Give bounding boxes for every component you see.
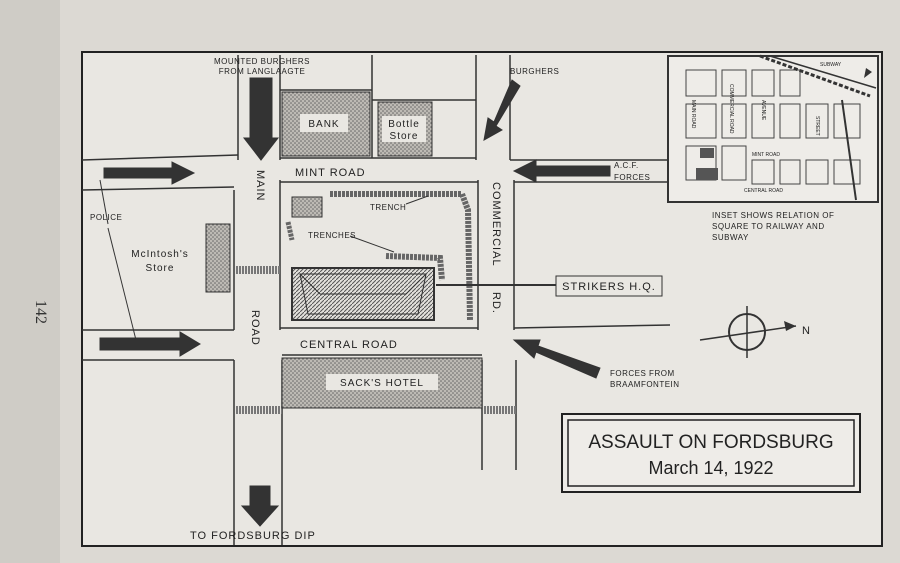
bank-label: BANK (308, 119, 339, 130)
compass-icon (699, 306, 797, 358)
strikers-hq-box (555, 275, 663, 297)
commercial-label: COMMERCIAL (490, 182, 502, 267)
trenches-label: TRENCHES (308, 231, 356, 240)
rd-label: RD. (490, 292, 502, 314)
page-number: 142 (32, 300, 49, 324)
acf-label-2: FORCES (614, 173, 650, 182)
arrow-burghers (483, 79, 521, 141)
inset-street: STREET (814, 116, 820, 136)
road-label: ROAD (249, 310, 261, 346)
burghers-label: BURGHERS (510, 67, 559, 76)
acf-label-1: A.C.F. (614, 161, 639, 170)
inset-subway: SUBWAY (820, 62, 842, 68)
inset-caption-2: SQUARE TO RAILWAY AND (712, 222, 825, 231)
arrow-fordsburg-dip (240, 485, 280, 527)
title-box (561, 413, 861, 493)
braamfontein-label-2: BRAAMFONTEIN (610, 380, 680, 389)
braamfontein-label-1: FORCES FROM (610, 369, 675, 378)
inset-caption-1: INSET SHOWS RELATION OF (712, 211, 834, 220)
inset-central-road: CENTRAL ROAD (744, 188, 783, 194)
mcintosh-label-1: McIntosh's (131, 249, 188, 260)
small-building (291, 196, 323, 218)
mint-road-label: MINT ROAD (295, 167, 366, 179)
arrow-mounted-burghers (242, 77, 280, 161)
trench-line (330, 191, 473, 321)
inset-avenue: AVENUE (760, 100, 766, 121)
inset-main-road: MAIN ROAD (690, 100, 696, 129)
inset-caption-3: SUBWAY (712, 233, 749, 242)
mcintosh-store-building (205, 223, 231, 293)
bottle-label-2: Store (390, 131, 419, 142)
mounted-burghers-label-1: MOUNTED BURGHERS (214, 57, 310, 66)
force-arrows (99, 77, 611, 527)
mcintosh-label-2: Store (146, 263, 175, 274)
arrow-police-bottom (99, 331, 201, 357)
compass-north-label: N (802, 325, 811, 337)
central-road-label: CENTRAL ROAD (300, 339, 398, 351)
arrow-acf-forces (512, 159, 611, 183)
bottle-label-1: Bottle (388, 119, 420, 130)
arrow-police-top (103, 161, 196, 185)
inset-commercial-road: COMMERCIAL ROAD (728, 84, 734, 134)
trench-label: TRENCH (370, 203, 406, 212)
map-title: ASSAULT ON FORDSBURG (588, 432, 833, 453)
inset-mint-road: MINT ROAD (752, 152, 780, 158)
fordsburg-dip-label: TO FORDSBURG DIP (190, 530, 316, 542)
police-label: POLICE (90, 213, 122, 222)
arrow-braamfontein (512, 339, 601, 379)
strikers-hq-label: STRIKERS H.Q. (562, 281, 656, 293)
mounted-burghers-label-2: FROM LANGLAAGTE (219, 67, 306, 76)
map-subtitle: March 14, 1922 (648, 458, 773, 478)
sacks-hotel-label: SACK'S HOTEL (340, 378, 424, 389)
inset-map: MAIN ROAD COMMERCIAL ROAD AVENUE STREET … (667, 54, 879, 203)
main-label: MAIN (254, 170, 266, 202)
